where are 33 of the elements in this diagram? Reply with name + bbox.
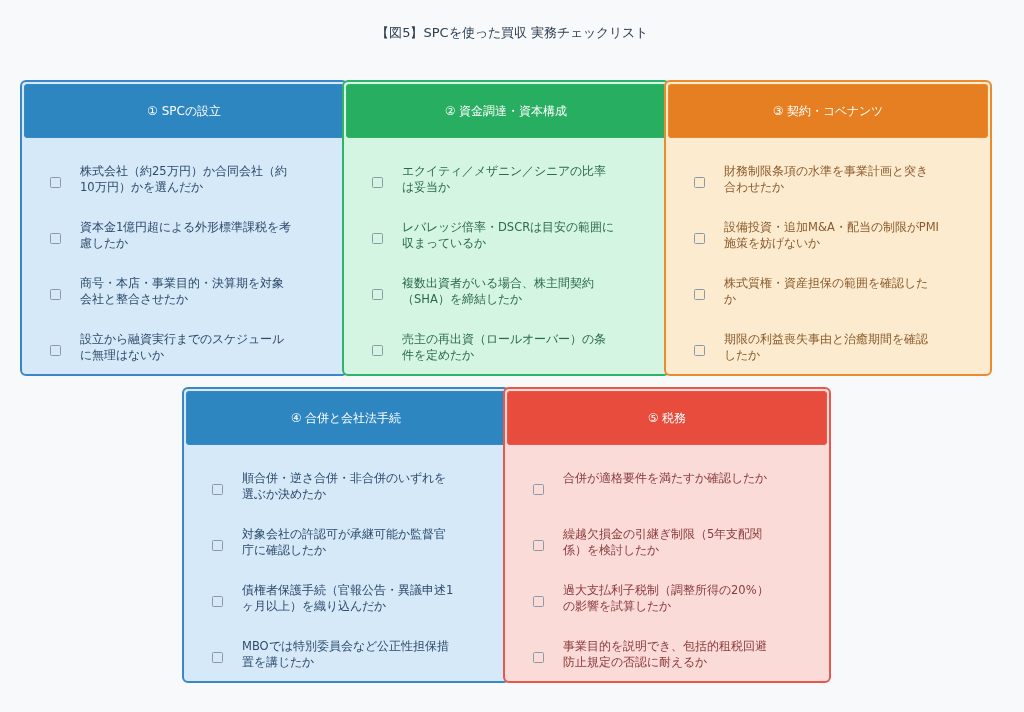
checklist-item: 順合併・逆さ合併・非合併のいずれを選ぶか決めたか — [242, 471, 447, 503]
checklist-item: 資本金1億円超による外形標準課税を考慮したか — [80, 220, 293, 252]
diagram-title: 【図5】SPCを使った買収 実務チェックリスト — [375, 24, 649, 42]
checklist-item: 売主の再出資（ロールオーバー）の条件を定めたか — [402, 332, 607, 364]
checklist-item: 財務制限条項の水準を事業計画と突き合わせたか — [724, 164, 929, 196]
checklist-item: 期限の利益喪失事由と治癒期間を確認したか — [724, 332, 929, 364]
checklist-item: 商号・本店・事業目的・決算期を対象会社と整合させたか — [80, 276, 285, 308]
checklist-item: 株式会社（約25万円）か合同会社（約10万円）かを選んだか — [80, 164, 288, 196]
panel-header — [24, 84, 344, 138]
panel-header — [186, 391, 506, 445]
panel-header — [346, 84, 666, 138]
checklist-item: 設立から融資実行までのスケジュールに無理はないか — [80, 332, 285, 364]
checklist-item: 繰越欠損金の引継ぎ制限（5年支配関係）を検討したか — [563, 527, 764, 559]
checklist-panel — [503, 387, 831, 683]
checklist-item: 債権者保護手続（官報公告・異議申述1ヶ月以上）を織り込んだか — [242, 583, 455, 615]
checklist-item: 過大支払利子税制（調整所得の20%）の影響を試算したか — [563, 583, 770, 615]
checklist-item: レバレッジ倍率・DSCRは目安の範囲に収まっているか — [402, 220, 616, 252]
panel-heading: ① SPCの設立 — [147, 102, 221, 120]
panel-heading: ⑤ 税務 — [647, 409, 687, 427]
checklist-panel — [664, 80, 992, 376]
checklist-item: 対象会社の許認可が承継可能か監督官庁に確認したか — [242, 527, 447, 559]
checklist-item: 株式質権・資産担保の範囲を確認したか — [724, 276, 929, 308]
panel-header — [507, 391, 827, 445]
panel-header — [668, 84, 988, 138]
panel-heading: ③ 契約・コベナンツ — [772, 102, 884, 120]
checklist-item: 設備投資・追加M&A・配当の制限がPMI施策を妨げないか — [724, 220, 939, 252]
checklist-item: 合併が適格要件を満たすか確認したか — [563, 471, 768, 487]
checklist-item: エクイティ／メザニン／シニアの比率は妥当か — [402, 164, 607, 196]
panel-heading: ② 資金調達・資本構成 — [444, 102, 568, 120]
checklist-item: 事業目的を説明でき、包括的租税回避防止規定の否認に耐えるか — [563, 639, 768, 671]
checklist-item: 複数出資者がいる場合、株主間契約（SHA）を締結したか — [402, 276, 595, 308]
checklist-item: MBOでは特別委員会など公正性担保措置を講じたか — [242, 639, 450, 671]
panel-heading: ④ 合併と会社法手続 — [290, 409, 402, 427]
